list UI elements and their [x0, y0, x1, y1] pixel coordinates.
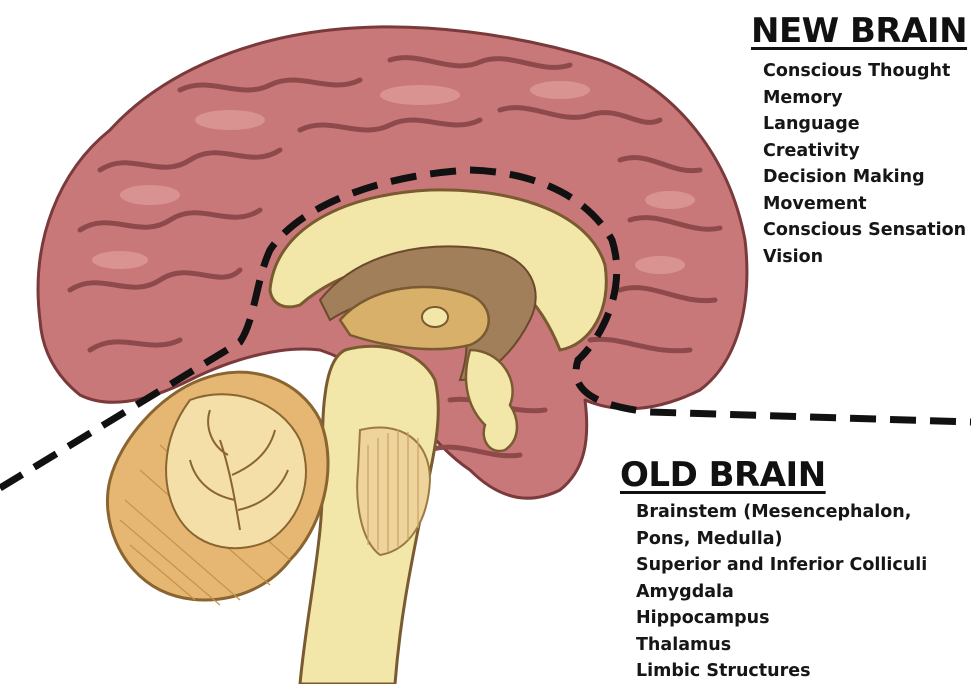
corpus-callosum — [268, 188, 608, 352]
list-item: Pons, Medulla) — [636, 528, 783, 549]
new-brain-function-list: Conscious Thought Memory Language Creati… — [763, 58, 966, 270]
pons-striations — [367, 430, 419, 552]
list-item: Conscious Thought — [763, 61, 951, 81]
list-item: Superior and Inferior Colliculi — [636, 555, 928, 575]
list-item: Thalamus — [636, 634, 732, 655]
gyri-folds — [67, 55, 723, 459]
list-item: Amygdala — [636, 581, 734, 602]
list-item: Language — [763, 114, 860, 134]
interthalamic-adhesion — [421, 306, 449, 328]
list-item: Limbic Structures — [636, 661, 811, 681]
hypothalamus-pituitary — [464, 348, 519, 453]
list-item: Brainstem (Mesencephalon, — [636, 502, 912, 522]
old-brain-function-list: Brainstem (Mesencephalon, Pons, Medulla)… — [636, 499, 927, 685]
list-item: Vision — [763, 246, 824, 267]
pons — [356, 426, 432, 557]
list-item: Memory — [763, 87, 843, 108]
list-item: Creativity — [763, 140, 860, 161]
new-brain-heading: NEW BRAIN — [751, 11, 968, 51]
list-item: Decision Making — [763, 167, 925, 187]
list-item: Hippocampus — [636, 608, 770, 628]
old-brain-heading: OLD BRAIN — [620, 455, 826, 495]
old-new-boundary-line — [0, 166, 971, 491]
gyri-highlights — [92, 81, 695, 274]
list-item: Movement — [763, 193, 867, 214]
arbor-vitae — [165, 393, 307, 550]
list-item: Conscious Sensation — [763, 220, 967, 240]
arbor-vitae-branches — [189, 409, 289, 531]
thalamus — [338, 285, 490, 351]
